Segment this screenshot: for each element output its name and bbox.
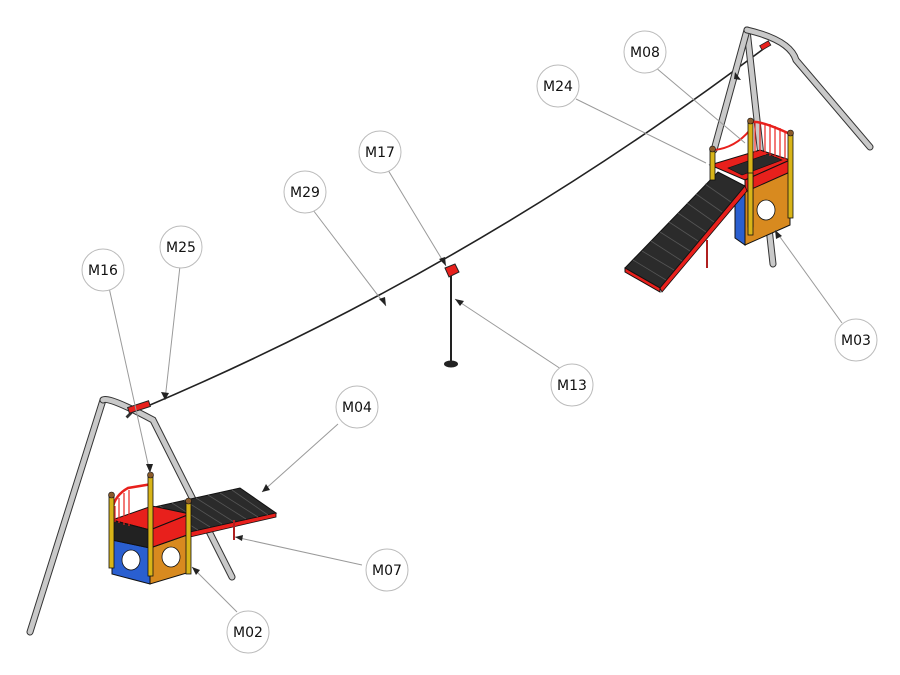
label-m07: M07	[372, 563, 402, 579]
label-m17: M17	[365, 145, 395, 161]
callout-m25: M25	[159, 225, 203, 269]
label-m29: M29	[290, 185, 320, 201]
zipline-cable	[142, 46, 767, 409]
callout-m24: M24	[536, 64, 580, 108]
left-aframe	[26, 395, 236, 636]
label-m04: M04	[342, 400, 372, 416]
callout-m04: M04	[335, 385, 379, 429]
leader-arrowheads	[146, 72, 782, 575]
callout-m03: M03	[834, 318, 878, 362]
leader-m03	[774, 229, 843, 324]
right-platform	[624, 117, 794, 293]
leader-m07	[234, 536, 363, 566]
callout-m02: M02	[226, 610, 270, 654]
leader-m16	[107, 282, 151, 474]
label-m25: M25	[166, 240, 196, 256]
callout-m08: M08	[623, 30, 667, 74]
label-m16: M16	[88, 263, 118, 279]
label-m03: M03	[841, 333, 871, 349]
label-m13: M13	[557, 378, 587, 394]
label-m02: M02	[233, 625, 263, 641]
left-platform	[108, 471, 278, 585]
label-m08: M08	[630, 45, 660, 61]
callout-m29: M29	[283, 170, 327, 214]
leader-m17	[387, 169, 447, 267]
callout-m17: M17	[358, 130, 402, 174]
callout-m07: M07	[365, 548, 409, 592]
leader-m04	[261, 423, 339, 493]
leader-lines	[107, 66, 843, 613]
leader-m29	[312, 209, 387, 307]
label-m24: M24	[543, 79, 573, 95]
leader-m25	[164, 265, 181, 401]
callout-m13: M13	[550, 363, 594, 407]
leader-m02	[191, 566, 238, 613]
leader-m24	[575, 98, 707, 164]
leader-m08	[654, 66, 746, 144]
cable-trolley	[444, 263, 460, 278]
middle-support-post	[444, 276, 458, 368]
callout-m16: M16	[81, 248, 125, 292]
leader-m13	[454, 298, 565, 372]
